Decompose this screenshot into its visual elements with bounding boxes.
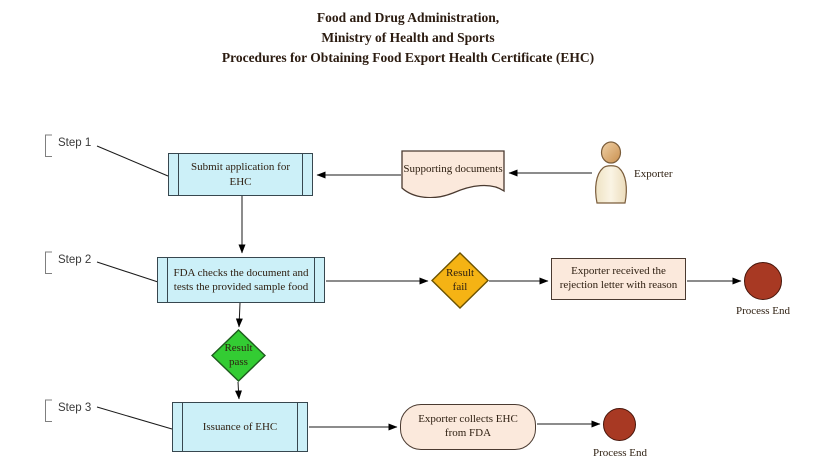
process-submit-application-text: Submit application for EHC	[191, 161, 290, 188]
step-1-bracket-icon	[45, 134, 52, 157]
title-line-2: Ministry of Health and Sports	[321, 30, 495, 45]
exporter-label: Exporter	[634, 168, 673, 180]
step-3-label: Step 3	[44, 399, 92, 423]
step-3-text: Step 3	[58, 402, 92, 414]
decision-result-fail: Result fail	[431, 252, 489, 309]
exporter-person-icon	[590, 141, 632, 204]
process-issuance-text: Issuance of EHC	[202, 420, 278, 433]
process-end-label-1: Process End	[735, 305, 791, 317]
document-supporting-docs: Supporting documents	[401, 150, 505, 199]
decision-result-pass-text: Result pass	[224, 341, 253, 368]
step-3-bracket-icon	[45, 399, 52, 422]
title-line-1: Food and Drug Administration,	[316, 10, 500, 25]
box-rejection-letter-text: Exporter received the rejection letter w…	[559, 265, 678, 291]
stadium-exporter-collects: Exporter collects EHC from FDA	[400, 404, 536, 450]
process-submit-application: Submit application for EHC	[168, 153, 313, 196]
process-fda-checks-text: FDA checks the document and tests the pr…	[173, 266, 309, 293]
process-end-circle-1	[744, 262, 782, 300]
step-2-label: Step 2	[44, 251, 92, 275]
process-end-circle-2	[603, 408, 636, 441]
fail-diamond-icon	[431, 252, 489, 309]
box-rejection-letter: Exporter received the rejection letter w…	[551, 258, 686, 300]
decision-result-pass: Result pass	[210, 329, 267, 382]
step-2-text: Step 2	[58, 254, 92, 266]
process-fda-checks: FDA checks the document and tests the pr…	[157, 257, 325, 303]
title-line-3: Procedures for Obtaining Food Export Hea…	[221, 50, 595, 65]
process-issuance: Issuance of EHC	[172, 402, 308, 452]
step-1-label: Step 1	[44, 134, 92, 158]
document-shape-icon	[401, 150, 505, 199]
decision-result-fail-text: Result fail	[445, 266, 475, 293]
document-supporting-docs-text: Supporting documents	[403, 163, 503, 176]
step-1-text: Step 1	[58, 137, 92, 149]
stadium-exporter-collects-text: Exporter collects EHC from FDA	[418, 413, 518, 439]
page-title: Food and Drug Administration, Ministry o…	[0, 8, 816, 68]
pass-diamond-icon	[210, 329, 267, 382]
step-2-bracket-icon	[45, 251, 52, 274]
process-end-label-2: Process End	[592, 447, 648, 459]
